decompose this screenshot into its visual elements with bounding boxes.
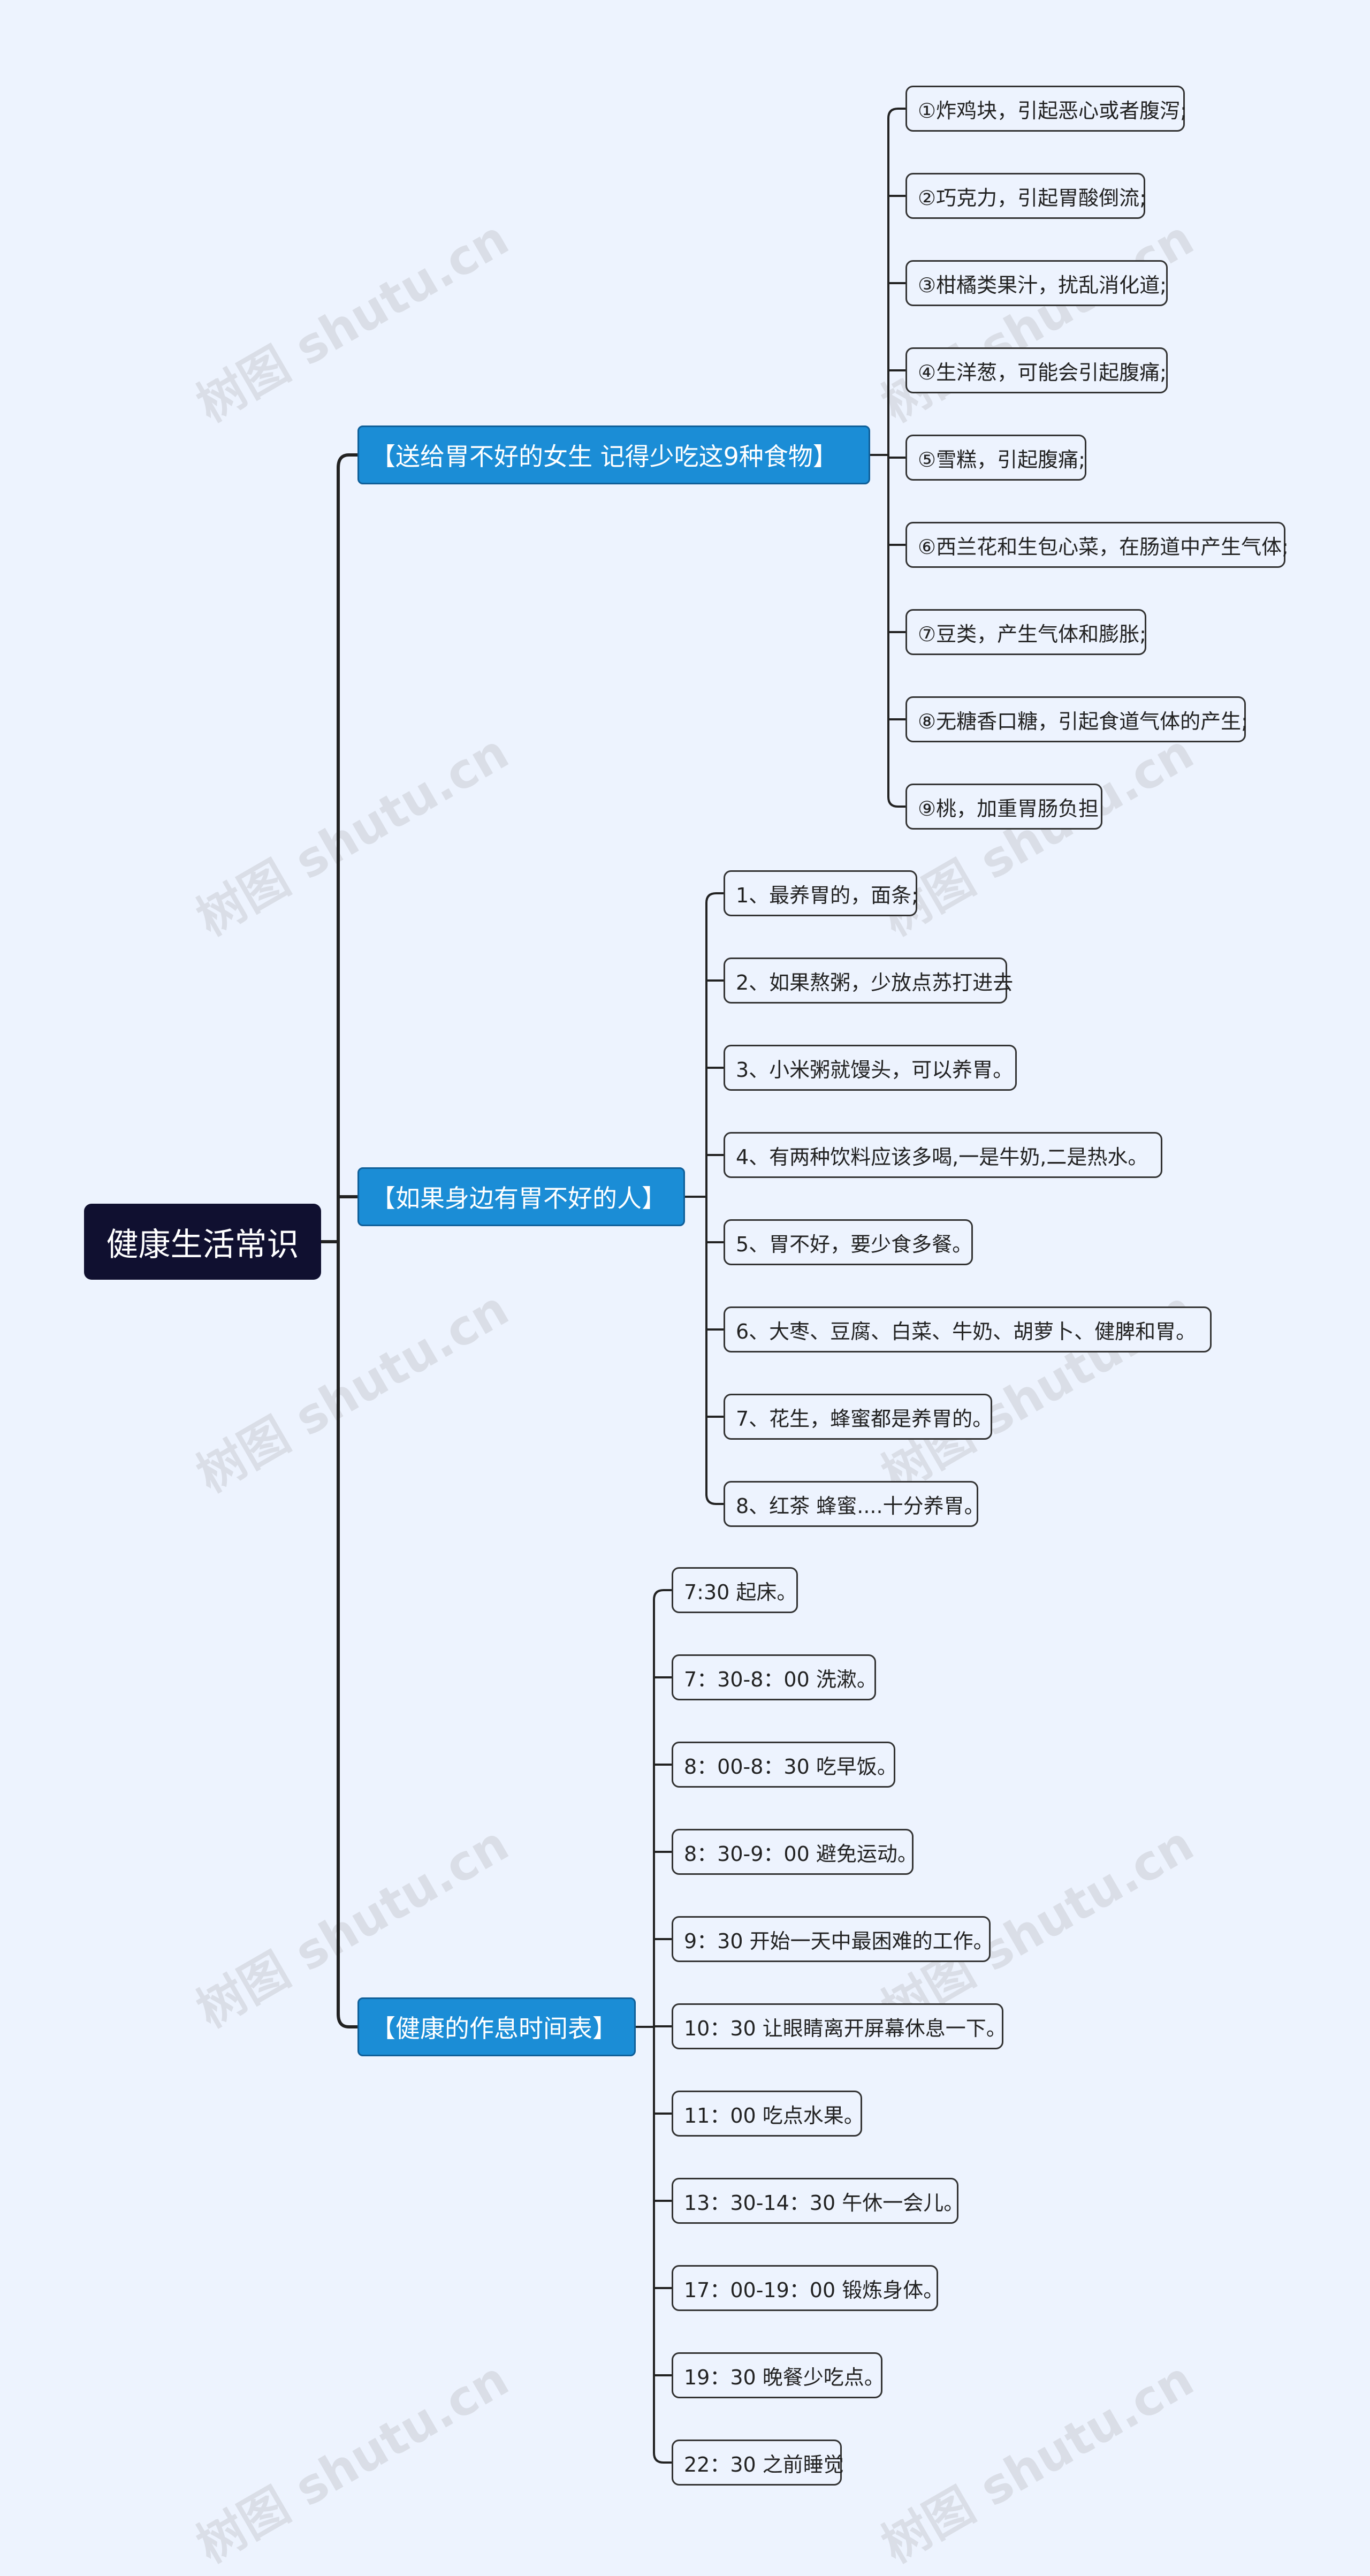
branch-label: 【健康的作息时间表】 <box>371 2014 617 2043</box>
leaf-node[interactable]: 13：30-14：30 午休一会儿。 <box>672 2178 964 2224</box>
root-label: 健康生活常识 <box>106 1226 299 1264</box>
leaf-node[interactable]: 8：30-9：00 避免运动。 <box>672 1829 918 1875</box>
leaf-node[interactable]: 7:30 起床。 <box>672 1567 798 1613</box>
leaf-node[interactable]: 2、如果熬粥，少放点苏打进去 <box>724 958 1013 1004</box>
leaf-node[interactable]: 7、花生，蜂蜜都是养胃的。 <box>724 1394 993 1440</box>
leaf-label: 8、红茶 蜂蜜....十分养胃。 <box>736 1494 985 1518</box>
leaf-label: 11：00 吃点水果。 <box>684 2103 864 2127</box>
leaf-label: 10：30 让眼睛离开屏幕休息一下。 <box>684 2016 1007 2040</box>
leaf-node[interactable]: ①炸鸡块，引起恶心或者腹泻; <box>905 86 1187 132</box>
leaf-label: 2、如果熬粥，少放点苏打进去 <box>736 970 1014 994</box>
leaf-label: ⑥西兰花和生包心菜，在肠道中产生气体; <box>918 535 1289 559</box>
leaf-label: ②巧克力，引起胃酸倒流; <box>918 186 1146 210</box>
leaf-label: 4、有两种饮料应该多喝,一是牛奶,二是热水。 <box>736 1145 1148 1169</box>
leaf-label: 9：30 开始一天中最困难的工作。 <box>684 1929 994 1953</box>
leaf-label: ⑤雪糕，引起腹痛; <box>918 447 1085 472</box>
connector-line <box>705 892 724 1505</box>
leaf-label: 1、最养胃的，面条; <box>736 883 918 907</box>
leaf-label: 5、胃不好，要少食多餐。 <box>736 1232 973 1256</box>
leaf-label: 8：30-9：00 避免运动。 <box>684 1842 918 1866</box>
leaf-node[interactable]: ⑥西兰花和生包心菜，在肠道中产生气体; <box>905 522 1289 568</box>
leaf-node[interactable]: ②巧克力，引起胃酸倒流; <box>905 173 1146 219</box>
branch-node[interactable]: 【如果身边有胃不好的人】 <box>357 1167 685 1226</box>
leaf-label: 7：30-8：00 洗漱。 <box>684 1667 877 1691</box>
branch-node[interactable]: 【送给胃不好的女生 记得少吃这9种食物】 <box>357 425 870 484</box>
leaf-label: 19：30 晚餐少吃点。 <box>684 2365 885 2389</box>
leaf-label: ⑨桃，加重胃肠负担 <box>918 796 1099 820</box>
leaf-node[interactable]: ⑤雪糕，引起腹痛; <box>905 435 1086 481</box>
leaf-label: 13：30-14：30 午休一会儿。 <box>684 2191 964 2215</box>
leaf-label: 8：00-8：30 吃早饭。 <box>684 1754 897 1779</box>
leaf-node[interactable]: 8、红茶 蜂蜜....十分养胃。 <box>724 1481 985 1527</box>
leaf-label: ①炸鸡块，引起恶心或者腹泻; <box>918 98 1187 123</box>
leaf-node[interactable]: ③柑橘类果汁，扰乱消化道; <box>905 260 1168 306</box>
leaf-node[interactable]: 11：00 吃点水果。 <box>672 2091 864 2137</box>
leaf-node[interactable]: ④生洋葱，可能会引起腹痛; <box>905 347 1168 393</box>
leaf-node[interactable]: ⑦豆类，产生气体和膨胀; <box>905 609 1146 655</box>
leaf-node[interactable]: 17：00-19：00 锻炼身体。 <box>672 2265 943 2311</box>
leaf-label: ⑦豆类，产生气体和膨胀; <box>918 622 1146 646</box>
leaf-label: 7:30 起床。 <box>684 1580 797 1604</box>
connector-line <box>337 453 357 2028</box>
leaf-node[interactable]: 5、胃不好，要少食多餐。 <box>724 1219 973 1265</box>
leaf-label: 22：30 之前睡觉 <box>684 2452 844 2476</box>
leaf-node[interactable]: 10：30 让眼睛离开屏幕休息一下。 <box>672 2003 1007 2049</box>
leaf-label: ⑧无糖香口糖，引起食道气体的产生; <box>918 709 1248 733</box>
leaf-node[interactable]: ⑧无糖香口糖，引起食道气体的产生; <box>905 696 1248 742</box>
leaf-label: 3、小米粥就馒头，可以养胃。 <box>736 1058 1014 1082</box>
branch-node[interactable]: 【健康的作息时间表】 <box>357 1997 636 2056</box>
leaf-node[interactable]: 1、最养胃的，面条; <box>724 870 918 916</box>
leaf-node[interactable]: 22：30 之前睡觉 <box>672 2440 844 2486</box>
branch-label: 【如果身边有胃不好的人】 <box>371 1184 666 1213</box>
leaf-node[interactable]: 3、小米粥就馒头，可以养胃。 <box>724 1045 1017 1091</box>
leaf-node[interactable]: ⑨桃，加重胃肠负担 <box>905 784 1102 830</box>
leaf-node[interactable]: 7：30-8：00 洗漱。 <box>672 1654 877 1700</box>
leaf-node[interactable]: 6、大枣、豆腐、白菜、牛奶、胡萝卜、健脾和胃。 <box>724 1306 1212 1352</box>
leaf-label: ④生洋葱，可能会引起腹痛; <box>918 360 1167 384</box>
leaf-label: 7、花生，蜂蜜都是养胃的。 <box>736 1407 993 1431</box>
leaf-label: ③柑橘类果汁，扰乱消化道; <box>918 273 1167 297</box>
leaf-node[interactable]: 4、有两种饮料应该多喝,一是牛奶,二是热水。 <box>724 1132 1162 1178</box>
root-node[interactable]: 健康生活常识 <box>84 1204 321 1280</box>
leaf-node[interactable]: 19：30 晚餐少吃点。 <box>672 2352 885 2398</box>
leaf-label: 6、大枣、豆腐、白菜、牛奶、胡萝卜、健脾和胃。 <box>736 1319 1197 1343</box>
leaf-node[interactable]: 9：30 开始一天中最困难的工作。 <box>672 1916 994 1962</box>
leaf-label: 17：00-19：00 锻炼身体。 <box>684 2278 944 2302</box>
branch-label: 【送给胃不好的女生 记得少吃这9种食物】 <box>371 442 838 471</box>
leaf-node[interactable]: 8：00-8：30 吃早饭。 <box>672 1742 897 1788</box>
